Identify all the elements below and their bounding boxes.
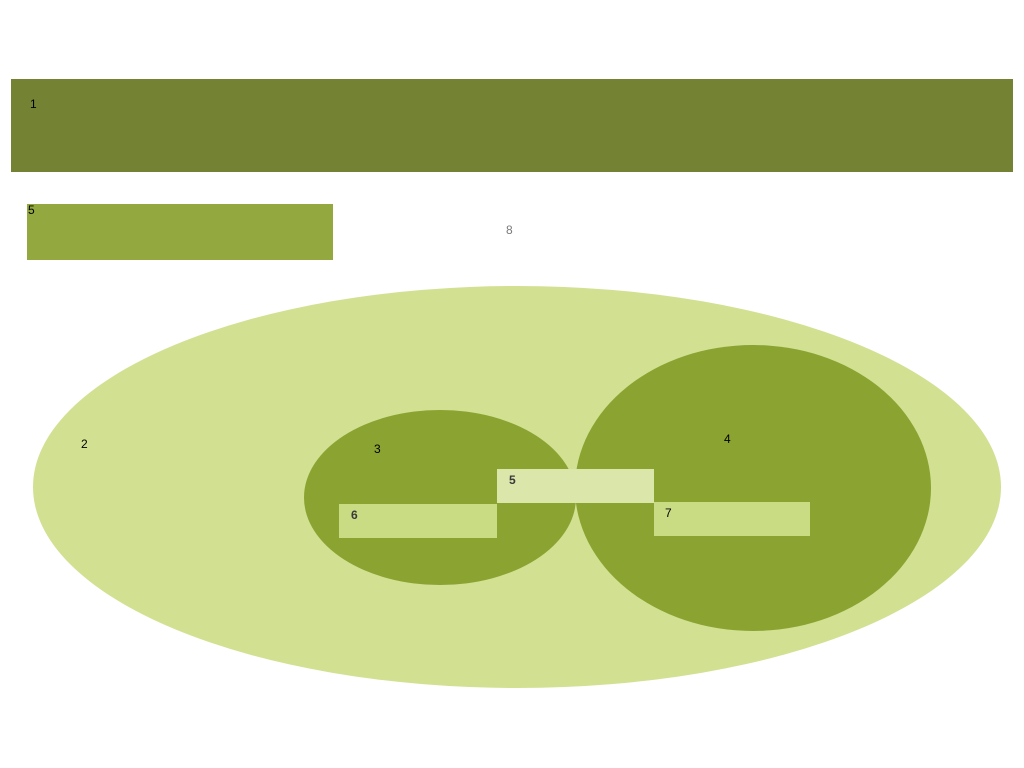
top-bar [11,79,1013,172]
top-bar-label: 1 [30,97,37,111]
center-rect-label: 5 [509,473,516,487]
small-bar-label: 5 [28,203,35,217]
center-rect [497,469,654,503]
outer-ellipse-label: 2 [81,437,88,451]
right-circle-label: 4 [724,432,731,446]
floating-label: 8 [506,223,513,237]
right-rect-label: 7 [665,506,672,520]
left-circle-label: 3 [374,442,381,456]
left-rect-label: 6 [351,508,358,522]
left-rect [339,504,497,538]
right-rect [654,502,810,536]
small-bar [27,204,333,260]
